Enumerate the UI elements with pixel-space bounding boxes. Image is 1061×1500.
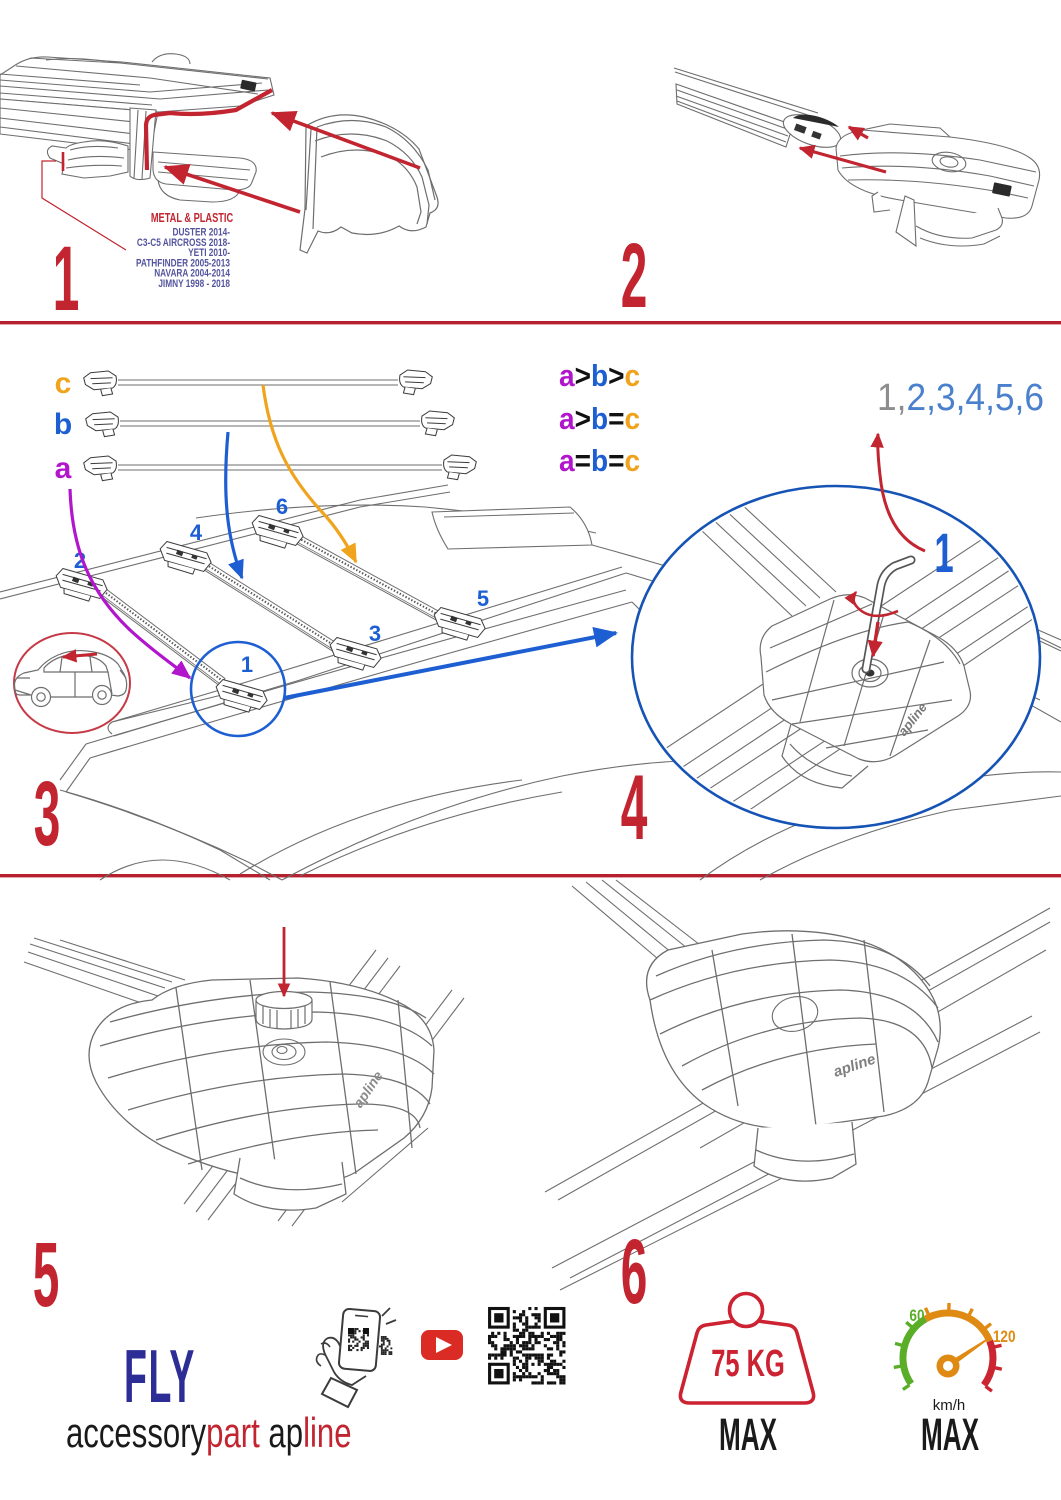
svg-text:JIMNY 1998 - 2018: JIMNY 1998 - 2018	[158, 278, 230, 291]
svg-text:NAVARA 2004-2014: NAVARA 2004-2014	[154, 268, 230, 281]
svg-text:2: 2	[74, 548, 86, 573]
svg-text:accessorypart apline: accessorypart apline	[66, 1410, 352, 1456]
svg-text:MAX: MAX	[719, 1410, 777, 1460]
svg-text:60: 60	[909, 1307, 924, 1326]
svg-text:120: 120	[993, 1328, 1016, 1347]
svg-text:4: 4	[190, 520, 203, 545]
svg-text:1: 1	[241, 652, 253, 677]
svg-text:4: 4	[621, 756, 648, 859]
svg-text:3: 3	[369, 621, 381, 646]
svg-text:PATHFINDER 2005-2013: PATHFINDER 2005-2013	[136, 257, 230, 270]
svg-text:1: 1	[934, 522, 953, 585]
svg-text:5: 5	[33, 1223, 60, 1326]
svg-text:MAX: MAX	[921, 1410, 979, 1460]
svg-text:DUSTER 2014-: DUSTER 2014-	[172, 226, 230, 239]
svg-text:2: 2	[621, 224, 648, 327]
svg-text:c: c	[55, 367, 72, 400]
svg-text:6: 6	[621, 1220, 648, 1323]
svg-text:a=b=c: a=b=c	[559, 444, 640, 478]
svg-text:1,2,3,4,5,6: 1,2,3,4,5,6	[877, 376, 1044, 418]
svg-text:a: a	[55, 452, 72, 485]
svg-text:FLY: FLY	[124, 1334, 196, 1419]
svg-text:b: b	[54, 408, 72, 441]
svg-text:75 KG: 75 KG	[711, 1342, 785, 1384]
svg-text:C3-C5 AIRCROSS 2018-: C3-C5 AIRCROSS 2018-	[137, 237, 230, 250]
svg-text:6: 6	[276, 494, 288, 519]
svg-text:3: 3	[34, 762, 61, 865]
svg-text:METAL & PLASTIC: METAL & PLASTIC	[151, 212, 233, 226]
svg-text:YETI 2010-: YETI 2010-	[188, 247, 230, 260]
svg-text:a>b=c: a>b=c	[559, 402, 640, 436]
svg-text:5: 5	[477, 586, 489, 611]
svg-text:a>b>c: a>b>c	[559, 359, 640, 393]
svg-text:km/h: km/h	[933, 1397, 966, 1414]
svg-text:1: 1	[53, 227, 80, 330]
